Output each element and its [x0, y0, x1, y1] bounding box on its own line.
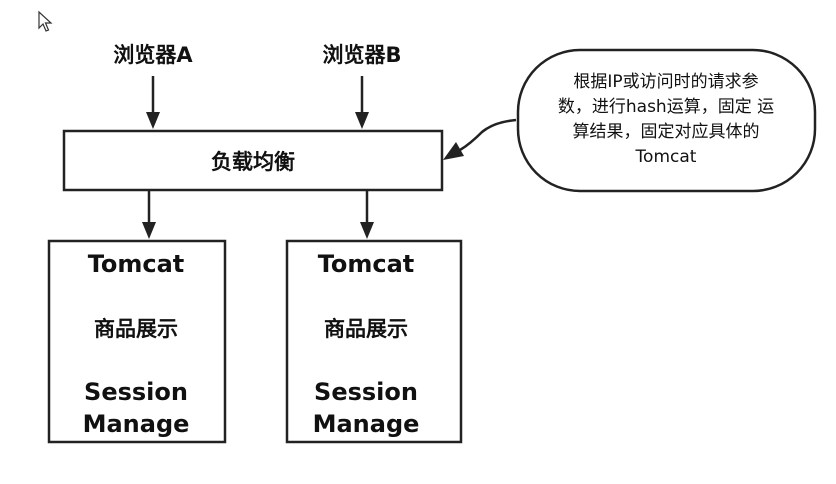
- tomcat-server-2-session-line1: Session: [314, 378, 418, 406]
- note-line-2: 数，进行hash运算，固定 运: [558, 97, 774, 117]
- arrow-lb-to-tomcat-1: [142, 190, 156, 239]
- tomcat-server-1: Tomcat 商品展示 Session Manage: [47, 239, 227, 444]
- note-line-3: 算结果，固定对应具体的: [573, 122, 760, 142]
- tomcat-server-2-session-line2: Manage: [313, 410, 420, 438]
- tomcat-server-1-session-line2: Manage: [83, 410, 190, 438]
- arrow-browser-a-to-lb: [146, 76, 160, 129]
- tomcat-server-2-name: Tomcat: [318, 250, 415, 278]
- tomcat-server-2: Tomcat 商品展示 Session Manage: [285, 239, 463, 444]
- tomcat-server-1-function: 商品展示: [94, 317, 178, 341]
- arrow-lb-to-tomcat-2: [360, 190, 374, 239]
- mouse-pointer-icon: [38, 10, 53, 32]
- tomcat-server-2-box: [285, 239, 463, 444]
- arrow-browser-b-to-lb: [355, 76, 369, 129]
- tomcat-server-1-box: [47, 239, 227, 444]
- load-balancer-box: [62, 129, 444, 192]
- note-bubble: 根据IP或访问时的请求参 数，进行hash运算，固定 运 算结果，固定对应具体的…: [516, 48, 817, 193]
- tomcat-server-1-session-line1: Session: [84, 378, 188, 406]
- browser-b-label: 浏览器B: [322, 43, 401, 67]
- arrow-note-to-lb: [443, 118, 517, 160]
- load-balancer-label: 负载均衡: [211, 150, 295, 174]
- note-line-4: Tomcat: [635, 147, 697, 167]
- note-bubble-shape: [516, 48, 817, 193]
- tomcat-server-1-name: Tomcat: [88, 250, 185, 278]
- tomcat-server-2-function: 商品展示: [324, 317, 408, 341]
- note-line-1: 根据IP或访问时的请求参: [573, 72, 758, 92]
- browser-a-label: 浏览器A: [113, 43, 193, 67]
